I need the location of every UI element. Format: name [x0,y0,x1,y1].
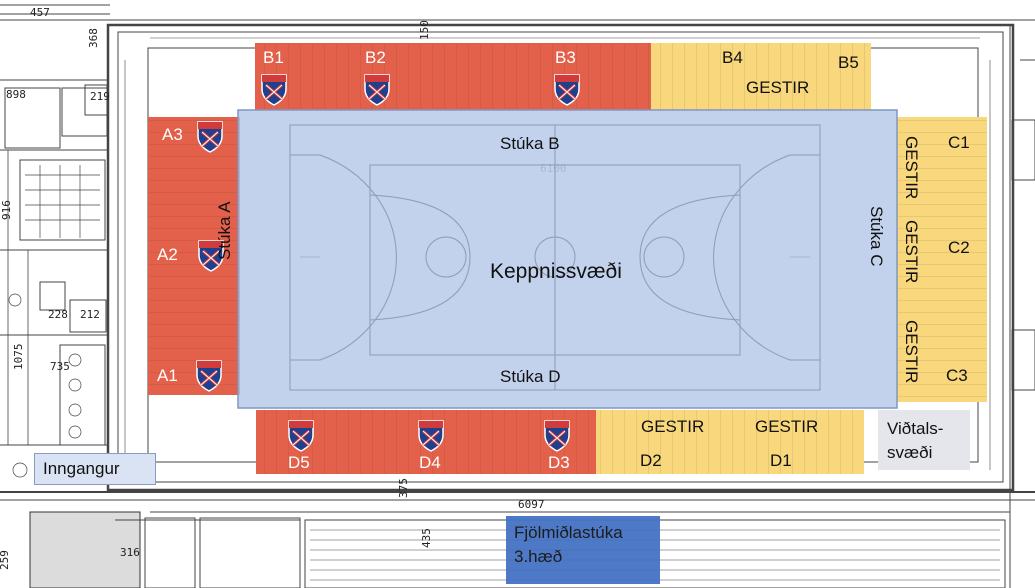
section-label-a1: A1 [157,366,178,385]
dimension-label: 435 [420,528,433,548]
section-label-c1: C1 [948,133,970,152]
media-stand-label-line2: 3.hæð [514,547,563,566]
entrance-box: Inngangur [34,453,156,485]
competition-area-label: Keppnissvæði [490,260,622,283]
section-label-a2: A2 [157,245,178,264]
dimension-label: 6097 [518,498,545,511]
media-stand-box: Fjölmiðlastúka 3.hæð [506,516,660,584]
section-label-c2: C2 [948,238,970,257]
section-label-b1: B1 [263,48,284,67]
media-stand-label-line1: Fjölmiðlastúka [514,523,623,542]
dimension-label: 457 [30,6,50,19]
section-label-a3: A3 [162,125,183,144]
dimension-label: 735 [50,360,70,373]
guest-label: GESTIR [746,78,809,97]
interview-area-label-line1: Viðtals- [887,419,944,438]
section-label-b4: B4 [722,48,743,67]
entrance-label: Inngangur [43,459,120,478]
stand-d-guest-section: GESTIR GESTIR D2 D1 [596,410,864,474]
dimension-label: 228 [48,308,68,321]
dimension-label: 212 [80,308,100,321]
dimension-label: 150 [418,20,431,40]
guest-label: GESTIR [902,220,921,283]
dimension-label: 259 [0,550,11,570]
section-label-b5: B5 [838,53,859,72]
interview-area-label-line2: svæði [887,443,933,462]
section-label-d2: D2 [640,451,662,470]
dimension-label: 375 [397,478,410,498]
dimension-label: 316 [120,546,140,559]
stand-d-label: Stúka D [500,367,560,386]
stand-d-home-section: D5 D4 D3 [256,410,598,474]
guest-label: GESTIR [902,136,921,199]
stand-a-home-section: A3 A2 A1 [148,117,240,395]
section-label-b2: B2 [365,48,386,67]
competition-area: Stúka B Stúka D Stúka A Stúka C Keppniss… [215,109,898,409]
dimension-label: 1075 [12,344,25,371]
section-label-d1: D1 [770,451,792,470]
dimension-label: 898 [6,88,26,101]
stand-a-label: Stúka A [215,201,234,260]
section-label-c3: C3 [946,366,968,385]
stand-c-guest-section: C1 C2 C3 GESTIR GESTIR GESTIR [897,117,987,402]
dimension-label: 368 [87,28,100,48]
stand-c-label: Stúka C [867,206,886,266]
guest-label: GESTIR [902,320,921,383]
interview-area: Viðtals- svæði [878,410,970,470]
stand-b-label: Stúka B [500,134,560,153]
stand-b-guest-section: B4 B5 GESTIR [651,43,871,110]
dimension-label: 916 [0,200,13,220]
guest-label: GESTIR [641,417,704,436]
stand-b-home-section: B1 B2 B3 [255,43,653,110]
section-label-b3: B3 [555,48,576,67]
guest-label: GESTIR [755,417,818,436]
dimension-label: 219 [90,90,110,103]
section-label-d5: D5 [288,453,310,472]
section-label-d3: D3 [548,453,570,472]
section-label-d4: D4 [419,453,441,472]
